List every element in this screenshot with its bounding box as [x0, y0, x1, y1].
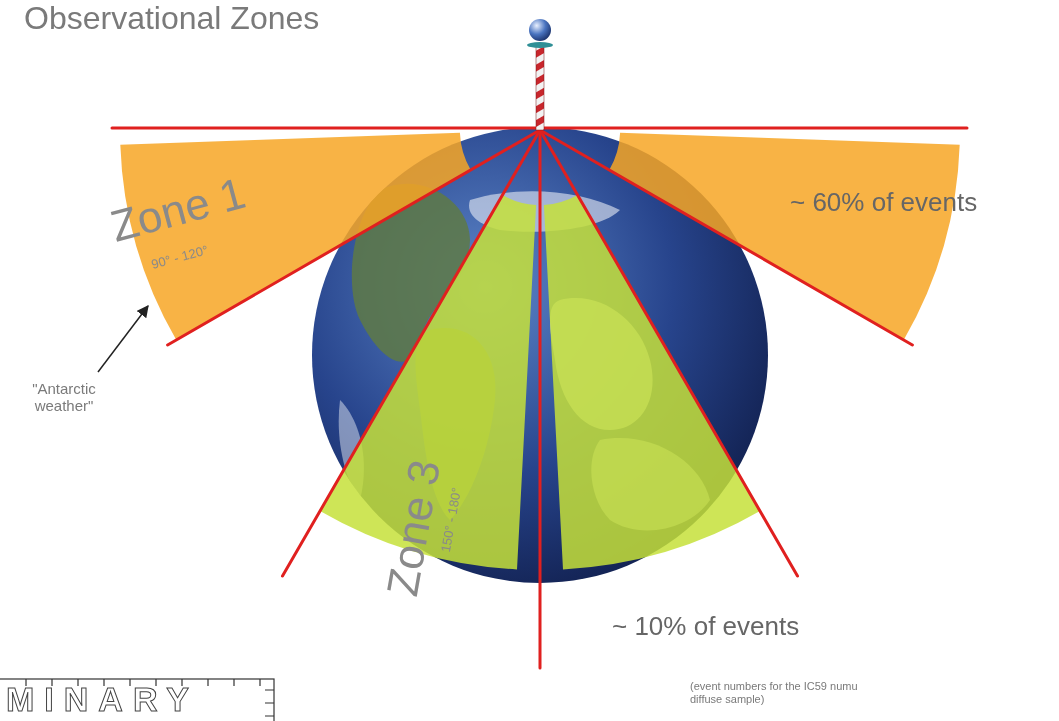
annotation-note: "Antarctic weather"	[14, 380, 114, 415]
zone-name: Zone 3	[377, 456, 451, 600]
pole-marker	[527, 19, 553, 130]
event-fraction: ~ 60% of events	[790, 188, 977, 218]
stamp-frame	[0, 679, 274, 721]
slide-title: Observational Zones	[24, 0, 319, 37]
stamp-text: MINARY	[6, 680, 199, 719]
angle-range: 90° - 120°	[150, 243, 210, 272]
zone1-wedge	[609, 133, 959, 340]
zone-name: Zone 1	[105, 168, 250, 252]
event-fraction: ~ 10% of events	[612, 612, 799, 642]
zone3-wedge	[544, 195, 760, 569]
pointer-arrow	[98, 306, 148, 372]
footnote: (event numbers for the IC59 numu diffuse…	[690, 680, 865, 705]
